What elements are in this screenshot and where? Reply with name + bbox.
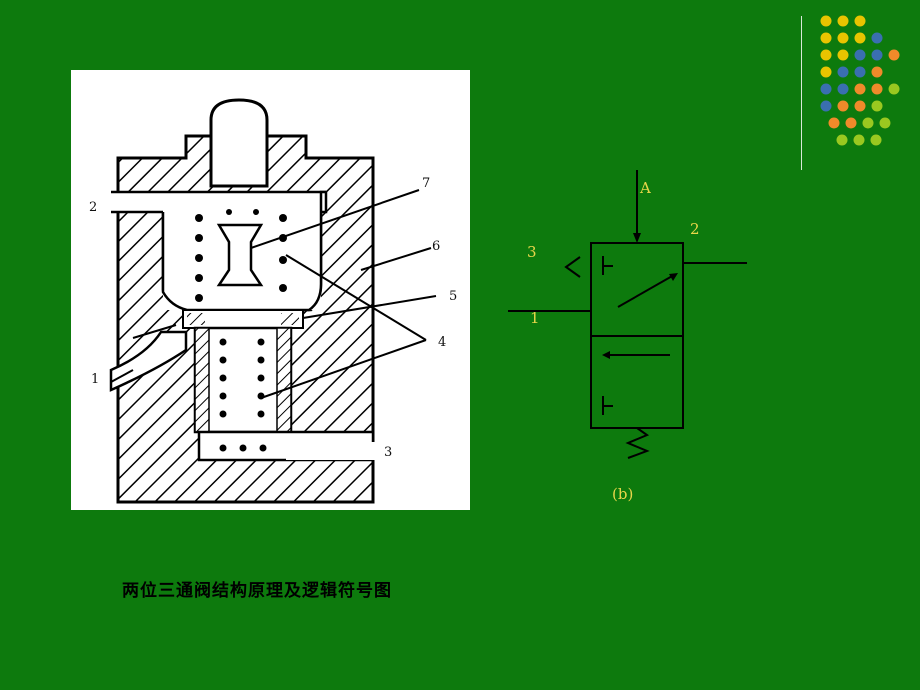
decorative-dot (871, 32, 883, 44)
decorative-dot (837, 83, 849, 95)
decorative-dot (870, 134, 882, 146)
decorative-dot (871, 66, 883, 78)
port-label-3: 3 (384, 445, 393, 460)
decorative-dot (854, 15, 866, 27)
port-label-2: 2 (89, 200, 98, 215)
decorative-dot (836, 134, 848, 146)
callout-label-6: 6 (432, 239, 441, 254)
decorative-dot (854, 100, 866, 112)
valve-logic-symbol (508, 170, 747, 459)
callout-label-7: 7 (422, 176, 431, 191)
port-label-1: 1 (91, 372, 100, 387)
decorative-dot (862, 117, 874, 129)
decorative-dot (871, 83, 883, 95)
callout-label-5: 5 (449, 289, 458, 304)
valve-structure-panel: 7 6 5 4 2 1 3 (71, 70, 470, 510)
decorative-dot (845, 117, 857, 129)
decorative-dot (854, 83, 866, 95)
decorative-dot (820, 66, 832, 78)
decorative-dot (888, 49, 900, 61)
figure-caption: 两位三通阀结构原理及逻辑符号图 (122, 581, 392, 601)
decorative-dot (820, 15, 832, 27)
decorative-dot (820, 49, 832, 61)
decorative-dot (871, 100, 883, 112)
decorative-dot (837, 100, 849, 112)
decorative-dot (820, 83, 832, 95)
symbol-port-label-3: 3 (527, 243, 537, 261)
decorative-dot (853, 134, 865, 146)
decorative-dot (828, 117, 840, 129)
symbol-label-a: A (640, 179, 651, 197)
decorative-dot (879, 117, 891, 129)
decorative-dot (854, 32, 866, 44)
decorative-dot (871, 49, 883, 61)
decorative-dot (837, 66, 849, 78)
decorative-dot (888, 83, 900, 95)
decorative-dot (837, 15, 849, 27)
symbol-port-label-2: 2 (690, 220, 700, 238)
decorative-dot (837, 32, 849, 44)
decorative-dot (854, 49, 866, 61)
decorative-dot (820, 32, 832, 44)
decorative-dot (854, 66, 866, 78)
callout-label-4: 4 (438, 335, 447, 350)
decorative-divider-line (801, 16, 802, 170)
symbol-port-label-1: 1 (530, 309, 540, 327)
decorative-dot (820, 100, 832, 112)
decorative-dot (837, 49, 849, 61)
symbol-subfigure-label: (b) (612, 485, 634, 503)
valve-cross-section-drawing (109, 98, 437, 504)
decorative-dot-pattern (820, 15, 900, 146)
